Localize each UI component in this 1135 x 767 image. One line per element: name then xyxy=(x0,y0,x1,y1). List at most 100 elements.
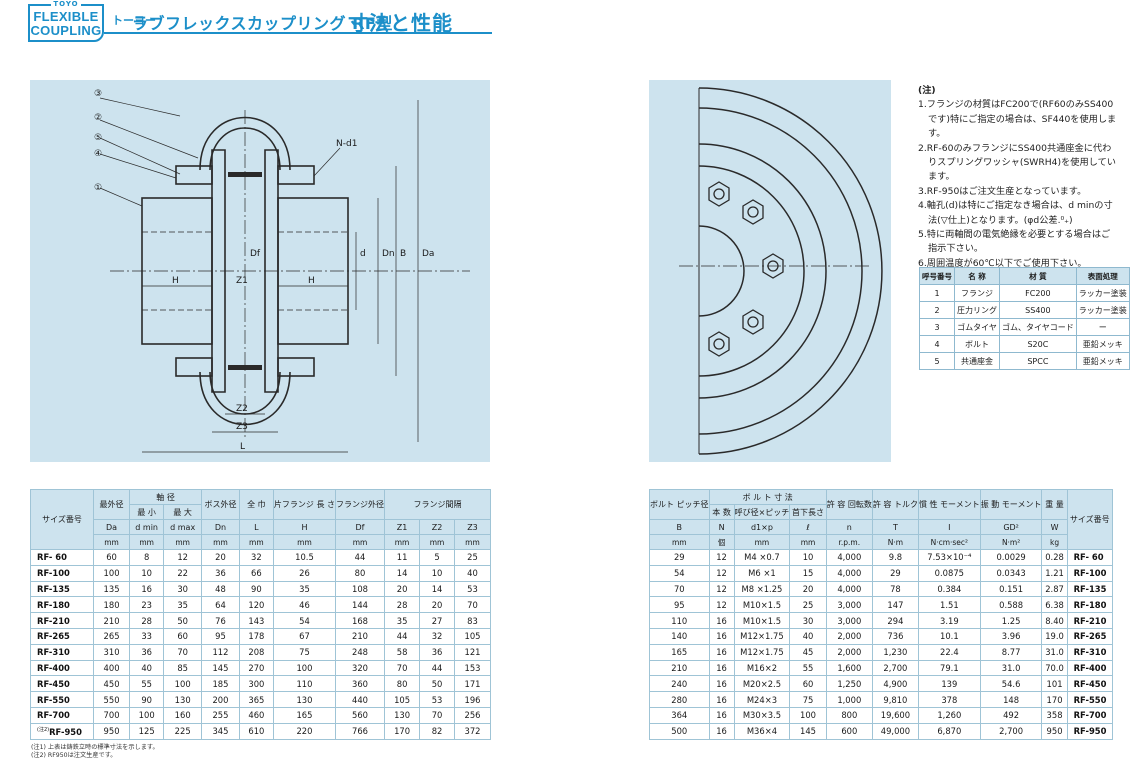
footnote: (注1) 上表は鋳鉄立時の標準寸法を示します。 xyxy=(31,744,159,751)
size-cell: RF-135 xyxy=(29,580,95,598)
symbol-cell: d1×p xyxy=(733,519,791,535)
label-b: B xyxy=(400,249,406,259)
value-cell: 70 xyxy=(453,596,492,614)
value-cell: 500 xyxy=(649,722,710,740)
value-cell: 2,700 xyxy=(979,722,1043,740)
value-cell: 130 xyxy=(383,706,421,724)
title-suffix: 寸法と性能 xyxy=(348,11,453,35)
value-cell: 31.0 xyxy=(979,659,1043,677)
value-cell: 20 xyxy=(201,549,240,566)
value-cell: M4 ×0.7 xyxy=(733,549,791,566)
label-l: L xyxy=(240,442,245,452)
size-cell: RF-700 xyxy=(1066,706,1114,724)
value-cell: 610 xyxy=(238,722,274,740)
value-cell: 95 xyxy=(649,596,710,614)
value-cell: 36 xyxy=(201,564,240,582)
header-min: 最 小 xyxy=(129,504,165,520)
page-title: トーヨー ラブフレックスカップリング RF型 寸法と性能 xyxy=(104,10,492,35)
value-cell: 4,000 xyxy=(825,564,873,582)
value-cell: M10×1.5 xyxy=(733,612,791,629)
value-cell: 140 xyxy=(649,627,710,645)
value-cell: 35 xyxy=(272,580,337,598)
value-cell: 95 xyxy=(201,627,240,645)
header-bolt-pitch: ボルト ピッチ径 xyxy=(649,489,710,520)
callout-4: ④ xyxy=(94,149,102,159)
coupling-end-view-svg xyxy=(679,87,883,455)
header-bolt-dims: ボ ル ト 寸 法 xyxy=(708,489,827,505)
value-cell: 4,900 xyxy=(871,675,919,693)
value-cell: 16 xyxy=(129,580,165,598)
symbol-cell: Dn xyxy=(201,519,240,535)
size-label: RF-135 xyxy=(37,583,70,594)
size-label: RF-310 xyxy=(37,647,70,658)
value-cell: 66 xyxy=(238,564,274,582)
value-cell: 112 xyxy=(201,643,240,661)
unit-cell: mm xyxy=(383,534,421,550)
value-cell: 0.588 xyxy=(979,596,1043,614)
header-bolt-count: 本 数 xyxy=(708,504,735,520)
unit-cell: mm xyxy=(201,534,240,550)
value-cell: 100 xyxy=(163,675,203,693)
header-boss-dia: ボス外径 xyxy=(201,489,240,520)
header-allowable-torque: 許 容 トルク xyxy=(871,489,919,520)
unit-cell: mm xyxy=(238,534,274,550)
symbol-cell: Z1 xyxy=(383,519,421,535)
value-cell: M12×1.75 xyxy=(733,627,791,645)
value-cell: 600 xyxy=(825,722,873,740)
callout-2: ② xyxy=(94,113,102,123)
parts-cell: 1 xyxy=(919,284,955,302)
size-cell: RF-210 xyxy=(29,612,95,629)
value-cell: 29 xyxy=(649,549,710,566)
header-flange-dia: フランジ外径 xyxy=(335,489,385,520)
unit-cell: N·m xyxy=(871,534,919,550)
label-h-right: H xyxy=(308,276,315,286)
unit-cell: N·cm·sec² xyxy=(917,534,981,550)
size-label: RF-450 xyxy=(37,678,70,689)
logo-line-2: COUPLING xyxy=(30,23,102,38)
unit-cell: kg xyxy=(1041,534,1068,550)
value-cell: 75 xyxy=(272,643,337,661)
size-cell: RF-450 xyxy=(29,675,95,693)
value-cell: 14 xyxy=(419,580,455,598)
value-cell: 196 xyxy=(453,691,492,708)
value-cell: 60 xyxy=(789,675,827,693)
size-label: RF-210 xyxy=(37,615,70,626)
unit-cell: r.p.m. xyxy=(825,534,873,550)
size-cell: RF-310 xyxy=(1066,643,1114,661)
brand-logo: TOYO FLEXIBLE COUPLING xyxy=(28,0,104,42)
label-d: d xyxy=(360,249,366,259)
value-cell: 180 xyxy=(93,596,131,614)
value-cell: 178 xyxy=(238,627,274,645)
value-cell: 14 xyxy=(383,564,421,582)
value-cell: 5 xyxy=(419,549,455,566)
value-cell: 108 xyxy=(335,580,385,598)
symbol-cell: Da xyxy=(93,519,131,535)
value-cell: 208 xyxy=(238,643,274,661)
value-cell: 550 xyxy=(93,691,131,708)
value-cell: 80 xyxy=(383,675,421,693)
value-cell: 28 xyxy=(129,612,165,629)
value-cell: 12 xyxy=(708,549,735,566)
symbol-cell: L xyxy=(238,519,274,535)
value-cell: 25 xyxy=(453,549,492,566)
value-cell: 270 xyxy=(238,659,274,677)
title-prefix: トーヨー xyxy=(112,14,156,27)
symbol-cell: d min xyxy=(129,519,165,535)
value-cell: 700 xyxy=(93,706,131,724)
value-cell: 360 xyxy=(335,675,385,693)
value-cell: M8 ×1.25 xyxy=(733,580,791,598)
header-flange-length: 片フランジ 長 さ xyxy=(272,489,337,520)
value-cell: 16 xyxy=(708,627,735,645)
note-item: 4.軸孔(d)は特にご指定なき場合は、d minの寸法(▽仕上)となります。(φ… xyxy=(918,200,1113,226)
value-cell: 85 xyxy=(163,659,203,677)
value-cell: 0.28 xyxy=(1041,549,1068,566)
value-cell: 12 xyxy=(708,580,735,598)
size-cell: RF-950 xyxy=(1066,722,1114,740)
parts-cell: 4 xyxy=(919,335,955,353)
footnotes: (注1) 上表は鋳鉄立時の標準寸法を示します。 (注2) RF950は注文生産で… xyxy=(31,744,159,760)
coupling-section-svg: ③ ② ⑤ ④ ① N-d1 d Dn B Da Df H H Z1 Z2 Z3… xyxy=(94,89,470,453)
value-cell: 70 xyxy=(383,659,421,677)
